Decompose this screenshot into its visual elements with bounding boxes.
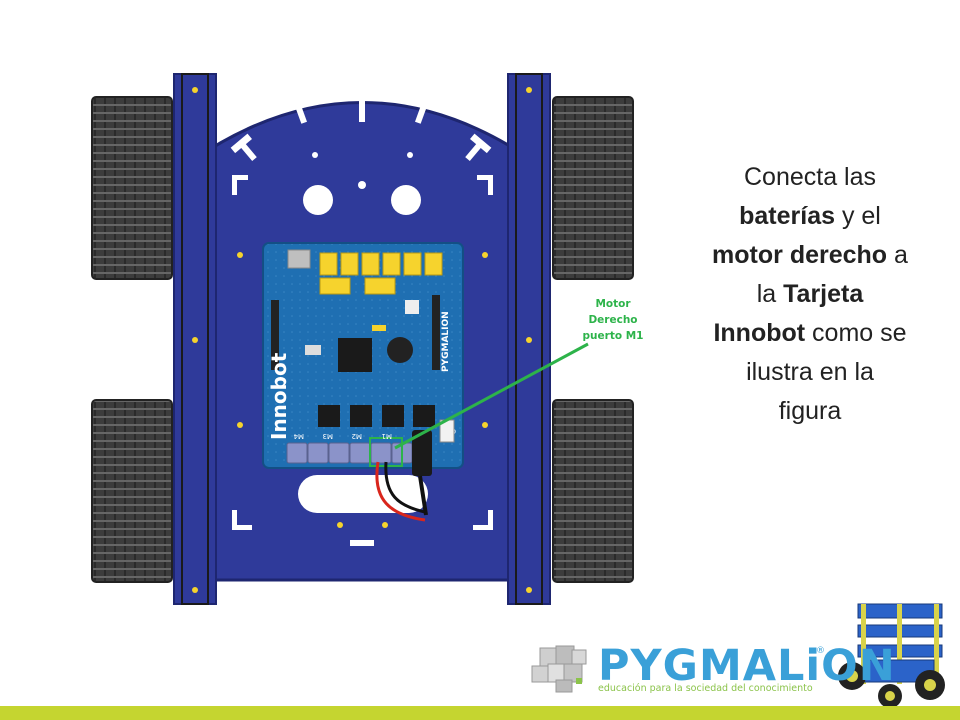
side-rail-left xyxy=(173,73,217,605)
port-label-m3: M3 xyxy=(323,432,334,440)
instruction-fragment-bold: motor derecho xyxy=(712,241,888,269)
pygmalion-cube-icon xyxy=(531,645,587,693)
pygmalion-logo-wordmark: PYGMALiON xyxy=(598,641,896,691)
wheel-front-left xyxy=(91,96,173,280)
board-brand-mark: PYGMALION xyxy=(441,311,451,372)
motor-wires xyxy=(375,461,426,522)
instruction-text: Conecta las baterías y el motor derecho … xyxy=(680,158,940,431)
board-name-label: Innobot xyxy=(267,352,291,440)
instruction-fragment: y el xyxy=(835,202,881,230)
instruction-line: figura xyxy=(680,392,940,431)
instruction-line: Conecta las xyxy=(680,158,940,197)
callout-pointer-line xyxy=(394,342,589,450)
callout-line: Derecho xyxy=(588,314,638,326)
callout-line: puerto M1 xyxy=(582,330,644,342)
wheel-rear-right xyxy=(552,399,634,583)
instruction-line: Innobot como se xyxy=(680,314,940,353)
callout-line: Motor xyxy=(595,298,631,310)
instruction-line: ilustra en la xyxy=(680,353,940,392)
instruction-line: motor derecho a xyxy=(680,236,940,275)
footer-bar xyxy=(0,706,960,720)
instruction-fragment-bold: baterías xyxy=(739,202,836,230)
instruction-fragment: figura xyxy=(778,397,842,425)
wheel-front-right xyxy=(552,96,634,280)
side-rail-right xyxy=(507,73,551,605)
port-label-m2: M2 xyxy=(352,432,363,440)
instruction-line: la Tarjeta xyxy=(680,275,940,314)
instruction-fragment-bold: Innobot xyxy=(713,319,806,347)
registered-mark: ® xyxy=(816,646,825,656)
battery-connector xyxy=(412,419,455,516)
instruction-fragment-bold: Tarjeta xyxy=(783,280,864,308)
motor-callout-label: Motor Derecho puerto M1 xyxy=(574,296,652,344)
instruction-fragment: a xyxy=(887,241,908,269)
wheel-rear-left xyxy=(91,399,173,583)
pygmalion-tagline: educación para la sociedad del conocimie… xyxy=(598,683,813,694)
port-label-m1: M1 xyxy=(382,432,393,440)
instruction-fragment: como se xyxy=(805,319,907,347)
port-label-m4: M4 xyxy=(293,432,304,440)
innobot-board: Innobot PYGMALION M4 M3 M2 M1 ON xyxy=(262,242,464,469)
instruction-fragment: ilustra en la xyxy=(746,358,874,386)
instruction-fragment: la xyxy=(756,280,784,308)
robot-thumbnail xyxy=(838,603,945,708)
instruction-line: baterías y el xyxy=(680,197,940,236)
instruction-fragment: Conecta las xyxy=(743,163,877,191)
